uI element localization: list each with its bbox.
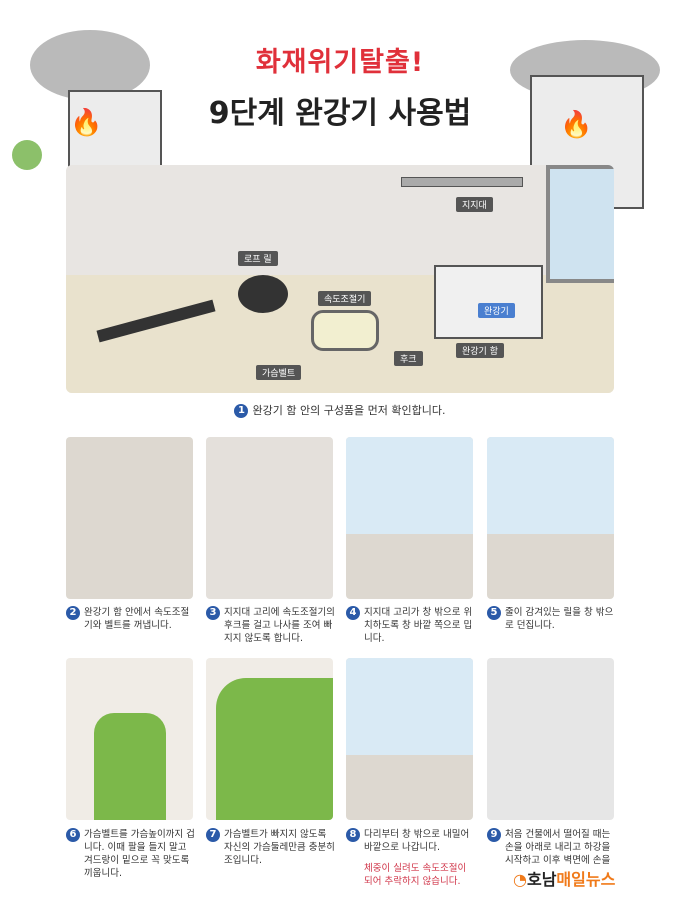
step-7-illustration: [206, 658, 333, 820]
step-3-illustration: [206, 437, 333, 599]
fire-icon: 🔥: [560, 110, 593, 140]
step-4-caption: 4 지지대 고리가 창 밖으로 위치하도록 창 바깥 쪽으로 밉니다.: [346, 606, 481, 645]
step-text: 지지대 고리에 속도조절기의 후크를 걸고 나사를 조여 빠지지 않도록 합니다…: [224, 607, 335, 644]
step-6-caption: 6 가슴벨트를 가슴높이까지 겁니다. 이때 팔을 들지 말고 겨드랑이 밑으로 …: [66, 828, 201, 880]
watermark-logo: ◔호남매일뉴스: [510, 866, 619, 890]
speed-controller: [311, 310, 379, 351]
case-box: [434, 265, 543, 339]
fire-icon: 🔥: [70, 108, 103, 138]
case-tag: 완강기: [478, 303, 515, 318]
smoke-left: [30, 30, 150, 100]
step-8-caption: 8 다리부터 창 밖으로 내밀어 바깥으로 나갑니다. 체중이 실려도 속도조절이 …: [346, 828, 481, 888]
step-number: 5: [487, 606, 501, 620]
step-9-illustration: [487, 658, 614, 820]
label-hook: 후크: [394, 351, 423, 366]
label-support: 지지대: [456, 197, 493, 212]
step-text: 지지대 고리가 창 밖으로 위치하도록 창 바깥 쪽으로 밉니다.: [364, 607, 473, 644]
tree-illustration: [12, 140, 42, 170]
step-number: 4: [346, 606, 360, 620]
step-5-illustration: [487, 437, 614, 599]
step-2-caption: 2 완강기 함 안에서 속도조절기와 벨트를 꺼냅니다.: [66, 606, 201, 632]
step-text: 줄이 감겨있는 릴을 창 밖으로 던집니다.: [505, 607, 614, 631]
logo-text-2: 매일뉴스: [556, 870, 616, 889]
step-number: 7: [206, 828, 220, 842]
rope-reel: [238, 275, 288, 313]
step-number: 8: [346, 828, 360, 842]
building-left-illustration: [68, 90, 162, 169]
components-illustration: 완강기 지지대 로프 릴 속도조절기 후크 가슴벨트 완강기 함: [66, 165, 614, 393]
step-number: 2: [66, 606, 80, 620]
logo-text-1: 호남: [526, 870, 557, 889]
step-3-caption: 3 지지대 고리에 속도조절기의 후크를 걸고 나사를 조여 빠지지 않도록 합니…: [206, 606, 341, 645]
step-4-illustration: [346, 437, 473, 599]
step-text: 처음 건물에서 떨어질 때는 손을 아래로 내리고 하강을 시작하고 이후 벽면…: [505, 829, 611, 866]
logo-icon: ◔: [513, 870, 527, 889]
label-speed-controller: 속도조절기: [318, 291, 372, 306]
step-number: 9: [487, 828, 501, 842]
step-7-caption: 7 가슴벨트가 빠지지 않도록 자신의 가슴둘레만큼 충분히 조입니다.: [206, 828, 341, 867]
step-8-illustration: [346, 658, 473, 820]
title-line1: 화재위기탈출!: [255, 47, 425, 78]
label-chest-belt: 가슴벨트: [256, 365, 302, 380]
step-2-illustration: [66, 437, 193, 599]
window: [546, 165, 614, 283]
title-line2: 9단계 완강기 사용법: [208, 96, 472, 131]
label-rope-reel: 로프 릴: [238, 251, 278, 266]
step-number: 3: [206, 606, 220, 620]
step-text: 다리부터 창 밖으로 내밀어 바깥으로 나갑니다.: [364, 829, 470, 853]
step-number: 6: [66, 828, 80, 842]
step-9-caption: 9 처음 건물에서 떨어질 때는 손을 아래로 내리고 하강을 시작하고 이후 벽…: [487, 828, 622, 867]
support-bracket: [401, 177, 523, 187]
step-8-note: 체중이 실려도 속도조절이 되어 추락하지 않습니다.: [364, 863, 467, 887]
step-5-caption: 5 줄이 감겨있는 릴을 창 밖으로 던집니다.: [487, 606, 622, 632]
step-text: 완강기 함 안의 구성품을 먼저 확인합니다.: [252, 404, 446, 417]
label-case: 완강기 함: [456, 343, 504, 358]
step-text: 가슴벨트를 가슴높이까지 겁니다. 이때 팔을 들지 말고 겨드랑이 밑으로 꼭…: [84, 829, 195, 879]
step-text: 가슴벨트가 빠지지 않도록 자신의 가슴둘레만큼 충분히 조입니다.: [224, 829, 335, 866]
step-text: 완강기 함 안에서 속도조절기와 벨트를 꺼냅니다.: [84, 607, 190, 631]
step-number: 1: [234, 404, 249, 418]
building-right-illustration: [530, 75, 644, 209]
step-6-illustration: [66, 658, 193, 820]
